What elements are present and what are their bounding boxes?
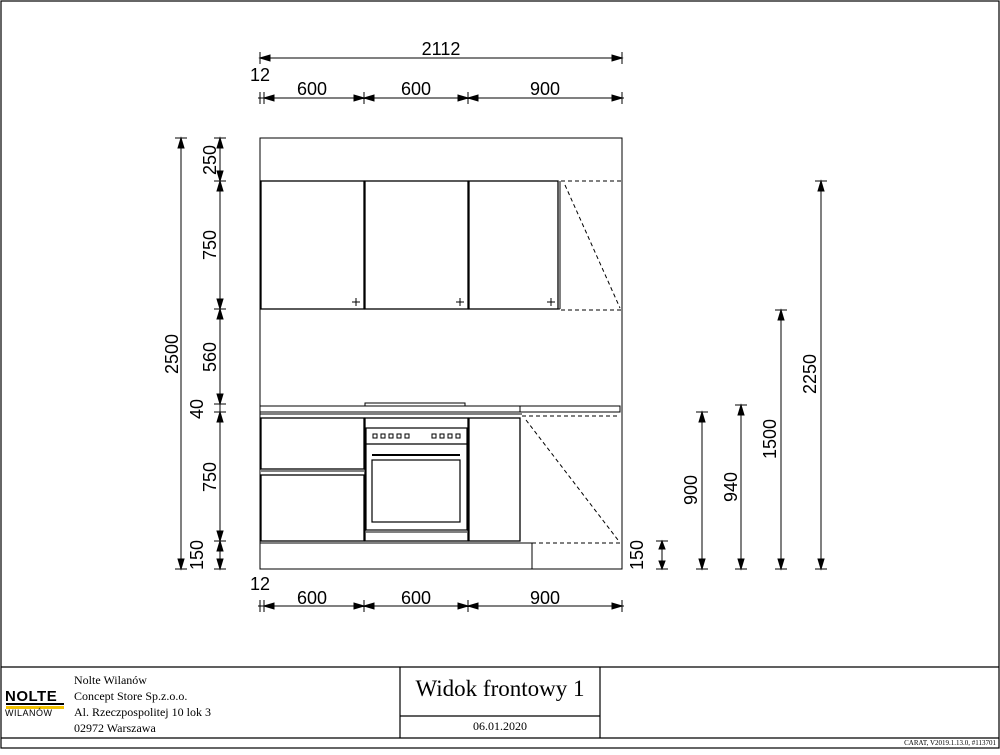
dim-left-seg-1: 250: [200, 145, 220, 175]
drawer-bottom: [260, 474, 365, 542]
company-line-3: Al. Rzeczpospolitej 10 lok 3: [74, 705, 211, 719]
oven-window: [371, 459, 461, 523]
dim-right-2250: 2250: [800, 354, 820, 394]
dim-top-total: 2112: [422, 39, 461, 59]
dim-left-seg-3: 560: [200, 342, 220, 372]
dim-left-seg-5: 750: [200, 462, 220, 492]
title-block-frame: [1, 666, 999, 739]
company-address: Nolte Wilanów Concept Store Sp.z.o.o. Al…: [74, 672, 211, 736]
upper-cabinet-2: [364, 180, 469, 310]
kitchen-elevation: [259, 137, 623, 570]
company-line-2: Concept Store Sp.z.o.o.: [74, 689, 188, 703]
upper-open-space: [561, 180, 622, 311]
dim-top-seg-1: 600: [297, 79, 327, 99]
countertop: [259, 405, 621, 413]
dim-bottom-seg-2: 600: [401, 588, 431, 608]
oven-knobs: [372, 433, 461, 439]
dim-left-seg-4: 40: [187, 399, 207, 419]
company-line-4: 02972 Warszawa: [74, 721, 156, 735]
base-cabinet-right: [468, 417, 521, 542]
base-cabinets: [260, 417, 521, 542]
logo-main-text: NOLTE: [5, 688, 58, 705]
dim-left-seg-2: 750: [200, 230, 220, 260]
upper-cabinet-3: [468, 180, 559, 310]
dim-top-seg-3: 900: [530, 79, 560, 99]
dim-right-1500: 1500: [760, 419, 780, 459]
software-version: CARAT, V2019.1.13.0, #113701: [904, 739, 996, 747]
dim-bottom-seg-1: 600: [297, 588, 327, 608]
oven-housing: [364, 417, 469, 542]
dim-left-total: 2500: [162, 334, 182, 374]
dimension-lines: [175, 52, 827, 612]
upper-handle-marks: [352, 298, 555, 306]
dim-right-150: 150: [627, 540, 647, 570]
dim-bottom-seg-3: 900: [530, 588, 560, 608]
dim-left-seg-6: 150: [187, 540, 207, 570]
dim-top-seg-2: 600: [401, 79, 431, 99]
drawer-top: [260, 417, 365, 470]
plinth: [259, 542, 533, 570]
dim-right-940: 940: [721, 472, 741, 502]
oven-frame: [365, 427, 468, 531]
upper-cabinets: [260, 180, 561, 310]
company-line-1: Nolte Wilanów: [74, 673, 147, 687]
wall-outline: [259, 137, 623, 570]
dim-right-900: 900: [681, 475, 701, 505]
hob: [364, 402, 466, 407]
dimension-labels: 2112 12 600 600 900 12 600 600 900 2500 …: [162, 39, 820, 608]
nolte-logo: [6, 703, 64, 709]
view-title: Widok frontowy 1: [415, 676, 585, 701]
drawing-date: 06.01.2020: [473, 719, 527, 733]
logo-sub-text: WILANÓW: [5, 708, 53, 718]
upper-cabinet-1: [260, 180, 365, 310]
oven: [365, 427, 468, 533]
dim-bottom-offset: 12: [250, 574, 270, 594]
dim-top-offset: 12: [250, 65, 270, 85]
lower-open-space: [522, 415, 620, 541]
